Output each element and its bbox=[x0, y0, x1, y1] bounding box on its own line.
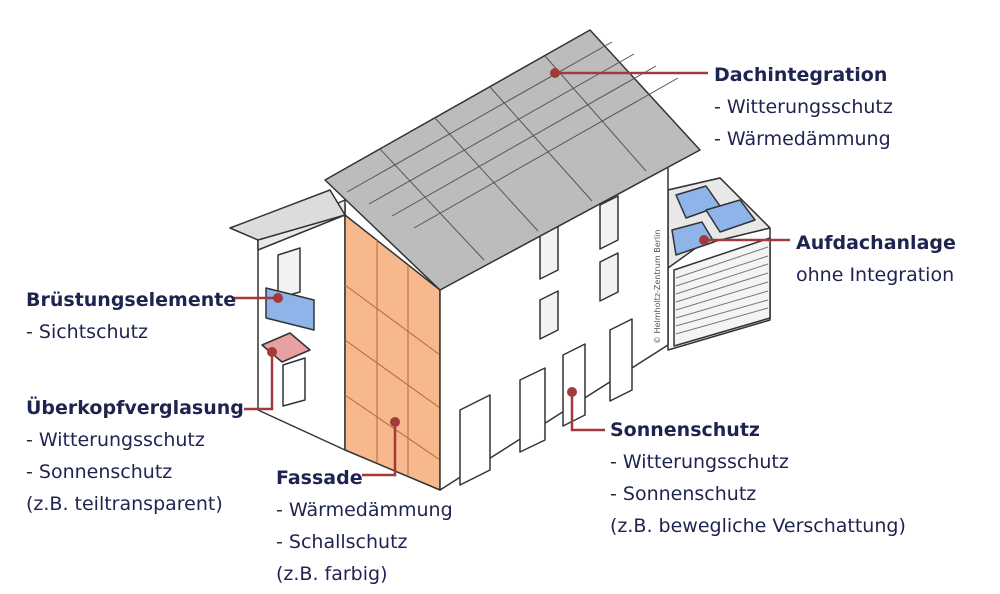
label-line: ohne Integration bbox=[796, 264, 955, 286]
shading-3 bbox=[562, 343, 586, 427]
label-title: Sonnenschutz bbox=[610, 419, 760, 441]
label-line: - Wärmedämmung bbox=[276, 499, 453, 521]
label-line: - Witterungsschutz bbox=[610, 451, 789, 473]
leader-ueberkopf bbox=[244, 352, 274, 411]
leader-sonnen bbox=[570, 392, 605, 432]
label-ueberkopfverglasung: Überkopfverglasung - Witterungsschutz - … bbox=[26, 392, 244, 520]
label-sonnenschutz: Sonnenschutz - Witterungsschutz - Sonnen… bbox=[610, 414, 906, 542]
label-title: Überkopfverglasung bbox=[26, 397, 244, 419]
label-line: (z.B. farbig) bbox=[276, 563, 388, 585]
label-title: Brüstungselemente bbox=[26, 289, 237, 311]
dot-fassade bbox=[390, 417, 400, 427]
pv-panel-2 bbox=[705, 199, 756, 233]
shading-4 bbox=[609, 318, 633, 402]
leader-lines bbox=[232, 71, 790, 477]
house-body bbox=[257, 159, 669, 491]
label-line: - Sonnenschutz bbox=[26, 461, 173, 483]
dot-dach bbox=[550, 68, 560, 78]
pv-panel-3 bbox=[671, 221, 715, 256]
label-line: - Witterungsschutz bbox=[26, 429, 205, 451]
label-line: (z.B. bewegliche Verschattung) bbox=[610, 515, 906, 537]
label-title: Dachintegration bbox=[714, 64, 888, 86]
shading-1 bbox=[459, 394, 491, 486]
label-line: - Wärmedämmung bbox=[714, 128, 891, 150]
dot-ueberkopf bbox=[267, 347, 277, 357]
label-line: - Sonnenschutz bbox=[610, 483, 757, 505]
leader-dots bbox=[267, 68, 709, 427]
label-line: - Witterungsschutz bbox=[714, 96, 893, 118]
label-bruestungselemente: Brüstungselemente - Sichtschutz bbox=[26, 284, 236, 348]
label-line: (z.B. teiltransparent) bbox=[26, 493, 223, 515]
dot-bruestung bbox=[273, 293, 283, 303]
label-fassade: Fassade - Wärmedämmung - Schallschutz (z… bbox=[276, 462, 453, 590]
label-title: Fassade bbox=[276, 467, 363, 489]
label-line: - Sichtschutz bbox=[26, 321, 149, 343]
garage bbox=[667, 177, 771, 351]
image-credit: © Helmholtz-Zentrum Berlin bbox=[653, 229, 662, 344]
roof bbox=[229, 29, 701, 291]
label-dachintegration: Dachintegration - Witterungsschutz - Wär… bbox=[714, 59, 893, 155]
label-line: - Schallschutz bbox=[276, 531, 408, 553]
dot-sonnen bbox=[567, 387, 577, 397]
dot-aufdach bbox=[699, 235, 709, 245]
label-title: Aufdachanlage bbox=[796, 232, 956, 254]
shading-2 bbox=[519, 367, 546, 453]
label-aufdachanlage: Aufdachanlage ohne Integration bbox=[796, 227, 956, 291]
leader-fassade bbox=[362, 422, 397, 477]
